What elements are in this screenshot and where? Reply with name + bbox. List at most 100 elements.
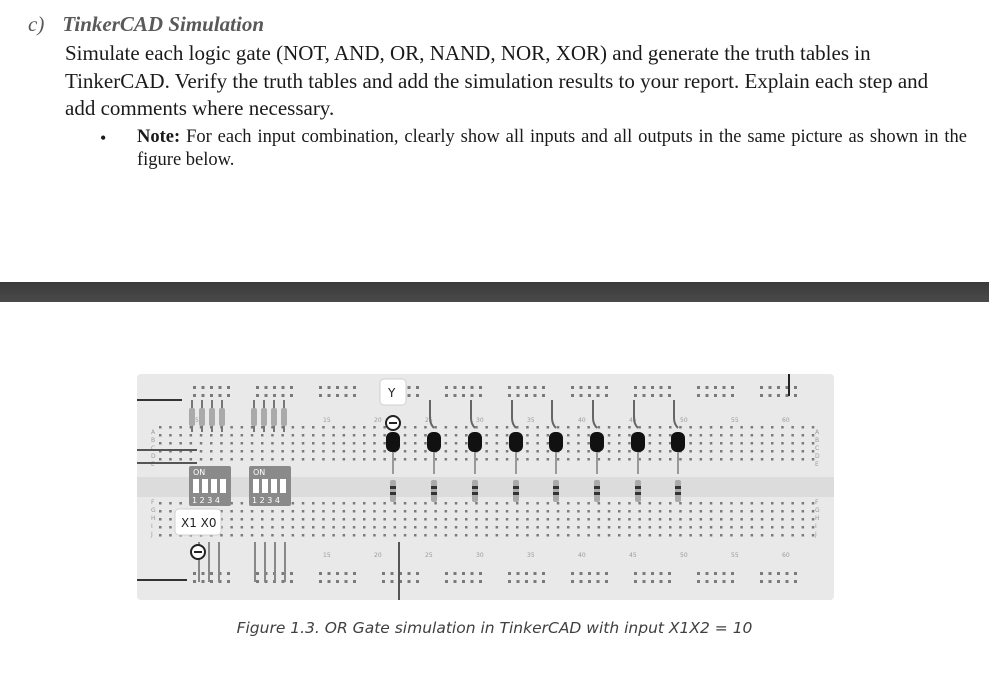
terminal-hole [495,458,499,461]
rail-hole [210,572,213,575]
dip-toggle[interactable] [220,479,226,493]
terminal-hole [179,450,182,453]
terminal-hole [312,534,315,537]
rail-hole [760,394,763,397]
resistor-band [553,486,559,489]
terminal-hole [740,518,743,521]
rail-hole [319,394,322,397]
terminal-hole [424,426,427,429]
rail-hole [264,386,268,389]
rail-hole [193,394,196,397]
terminal-hole [291,458,295,461]
rail-hole [588,394,591,397]
terminal-hole [159,458,162,461]
rail-hole [642,394,646,397]
terminal-hole [658,458,662,461]
terminal-hole [301,534,305,537]
terminal-hole [567,434,570,437]
terminal-hole [699,434,703,437]
terminal-hole [546,526,550,529]
terminal-hole [679,426,682,429]
terminal-hole [352,442,356,445]
terminal-hole [679,458,682,461]
terminal-hole [771,534,774,537]
terminal-hole [505,502,509,505]
terminal-hole [393,502,397,505]
terminal-hole [567,458,570,461]
dip-toggle[interactable] [280,479,286,493]
dip-toggle[interactable] [211,479,217,493]
rail-hole [571,394,574,397]
output-probe[interactable]: Y [379,378,407,431]
terminal-hole [771,458,774,461]
terminal-hole [730,510,733,513]
dip-toggle[interactable] [202,479,208,493]
dip-toggle[interactable] [262,479,268,493]
terminal-hole [740,510,743,513]
rail-hole [642,572,646,575]
terminal-hole [444,458,448,461]
rail-hole [768,580,772,583]
terminal-hole [250,510,254,513]
dip-toggle[interactable] [193,479,199,493]
terminal-hole [648,502,652,505]
terminal-hole [781,534,784,537]
terminal-hole [730,458,733,461]
rail-hole [651,572,654,575]
terminal-hole [516,526,519,529]
terminal-hole [301,450,305,453]
rail-hole [227,386,230,389]
terminal-hole [791,502,794,505]
terminal-hole [250,458,254,461]
dip-toggle[interactable] [253,479,259,493]
rail-hole [336,572,339,575]
rail-hole [256,394,259,397]
terminal-hole [720,510,723,513]
terminal-hole [271,510,274,513]
rail-hole [668,386,671,389]
terminal-hole [454,518,458,521]
input-probe[interactable]: X1 X0 [174,508,222,560]
dip-switch[interactable]: ON 1 2 3 4 [189,466,231,506]
terminal-hole [403,526,407,529]
rail-hole [768,572,772,575]
rail-hole [579,572,583,575]
led-icon [590,432,604,452]
terminal-hole [607,510,611,513]
terminal-hole [658,534,662,537]
rail-hole [319,580,322,583]
terminal-hole [169,426,172,429]
rail-hole [508,394,511,397]
terminal-hole [607,434,611,437]
terminal-hole [159,510,162,513]
rail-hole [634,386,637,389]
rail-hole [794,394,797,397]
terminal-hole [740,434,743,437]
dip-switch[interactable]: ON 1 2 3 4 [249,466,291,506]
dip-numbers: 1 2 3 4 [252,496,280,505]
terminal-hole [332,442,335,445]
resistor-band [635,486,641,489]
rail-hole [642,386,646,389]
terminal-hole [342,426,346,429]
terminal-hole [771,434,774,437]
terminal-hole [801,450,805,453]
terminal-hole [740,534,743,537]
terminal-hole [393,458,397,461]
row-letter: D [151,453,156,460]
terminal-hole [363,442,366,445]
terminal-hole [689,426,692,429]
terminal-hole [516,502,519,505]
terminal-hole [424,458,427,461]
terminal-hole [771,518,774,521]
terminal-hole [403,442,407,445]
terminal-hole [495,426,499,429]
terminal-hole [546,450,550,453]
terminal-hole [781,434,784,437]
terminal-hole [189,426,193,429]
terminal-hole [169,458,172,461]
terminal-hole [240,442,244,445]
terminal-hole [291,518,295,521]
dip-toggle[interactable] [271,479,277,493]
led-row [386,400,685,502]
